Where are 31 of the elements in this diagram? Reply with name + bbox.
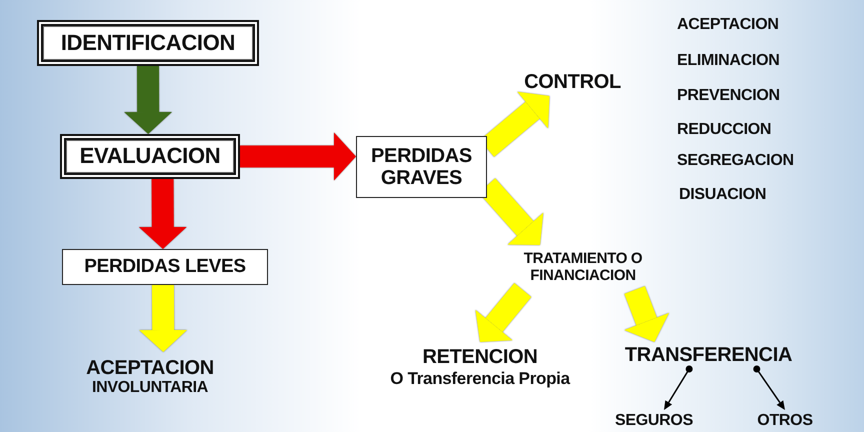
strategy-label: ACEPTACION [677, 16, 779, 34]
node-text: OTROS [757, 412, 813, 430]
box-label: PERDIDAS GRAVES [370, 144, 473, 190]
node-text: O Transferencia Propia [390, 368, 570, 388]
block-arrow [138, 178, 187, 249]
block-arrow [124, 66, 172, 134]
node-text: RETENCION [422, 346, 538, 369]
arrow [753, 366, 785, 410]
node-text: TRATAMIENTO O FINANCIACION [522, 250, 644, 284]
strategy-label: PREVENCION [677, 87, 780, 105]
node-text: SEGUROS [615, 412, 693, 430]
block-arrow [624, 286, 670, 342]
strategy-label: SEGREGACION [677, 152, 794, 170]
node-text: TRANSFERENCIA [624, 344, 792, 367]
arrow [664, 366, 693, 410]
box-label: EVALUACION [80, 144, 220, 169]
process-box [60, 134, 240, 179]
process-box [356, 136, 487, 198]
box-label: IDENTIFICACION [60, 30, 236, 56]
process-box [37, 20, 259, 66]
process-box [62, 249, 268, 285]
strategy-label: DISUACION [679, 186, 766, 204]
block-arrow [139, 284, 188, 352]
strategy-label: REDUCCION [677, 121, 772, 139]
node-text: CONTROL [524, 70, 621, 94]
block-arrow [475, 283, 532, 342]
strategy-label: ELIMINACION [677, 52, 780, 70]
box-label: PERDIDAS LEVES [84, 256, 246, 278]
node-text: ACEPTACION [86, 356, 214, 380]
block-arrow [240, 132, 356, 180]
node-text: INVOLUNTARIA [92, 379, 208, 398]
